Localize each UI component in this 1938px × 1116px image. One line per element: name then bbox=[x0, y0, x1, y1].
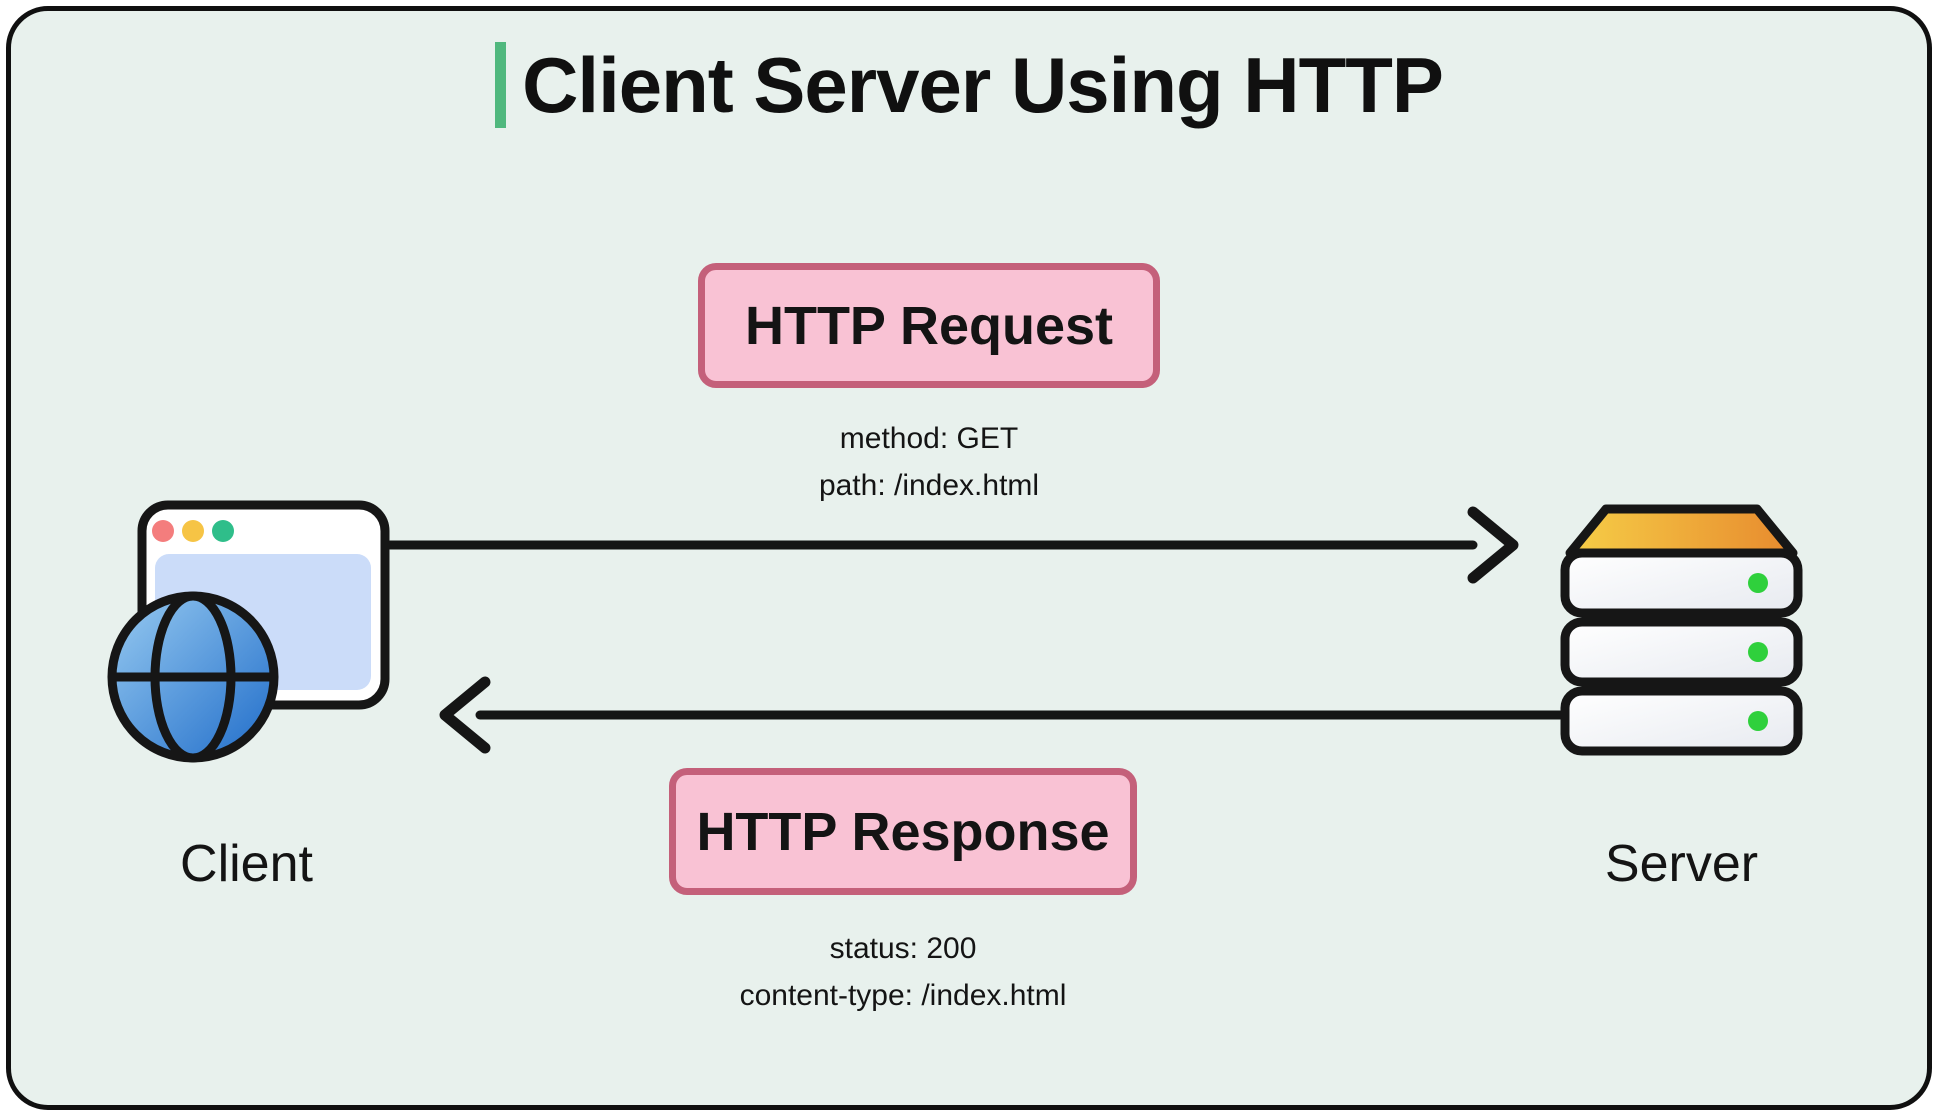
request-method-line: method: GET bbox=[839, 422, 1019, 455]
server-led-icon bbox=[1748, 711, 1768, 731]
server-led-icon bbox=[1748, 573, 1768, 593]
response-content-type-line: content-type: /index.html bbox=[739, 979, 1067, 1012]
page-title: Client Server Using HTTP bbox=[522, 41, 1444, 129]
window-dot-red-icon bbox=[152, 520, 174, 542]
request-path-line: path: /index.html bbox=[818, 469, 1040, 502]
title-accent-bar bbox=[495, 42, 507, 128]
request-details: method: GET path: /index.html bbox=[679, 415, 1179, 509]
server-top-icon bbox=[1565, 504, 1798, 558]
http-response-label: HTTP Response bbox=[696, 801, 1110, 862]
server-led-icon bbox=[1748, 642, 1768, 662]
http-request-label: HTTP Request bbox=[744, 295, 1114, 356]
request-arrow bbox=[385, 506, 1519, 584]
window-dot-green-icon bbox=[212, 520, 234, 542]
http-request-box: HTTP Request bbox=[698, 263, 1160, 388]
browser-globe-icon bbox=[107, 500, 390, 763]
response-status-line: status: 200 bbox=[829, 932, 977, 965]
server-label: Server bbox=[1604, 835, 1759, 893]
window-dot-yellow-icon bbox=[182, 520, 204, 542]
title-row: Client Server Using HTTP bbox=[0, 42, 1938, 128]
response-details: status: 200 content-type: /index.html bbox=[653, 925, 1153, 1019]
arrowhead-left-icon bbox=[439, 676, 491, 754]
client-label: Client bbox=[180, 835, 313, 893]
http-response-box: HTTP Response bbox=[669, 768, 1137, 895]
arrowhead-right-icon bbox=[1467, 506, 1519, 584]
response-arrow bbox=[439, 676, 1565, 754]
server-stack-icon bbox=[1560, 504, 1803, 756]
